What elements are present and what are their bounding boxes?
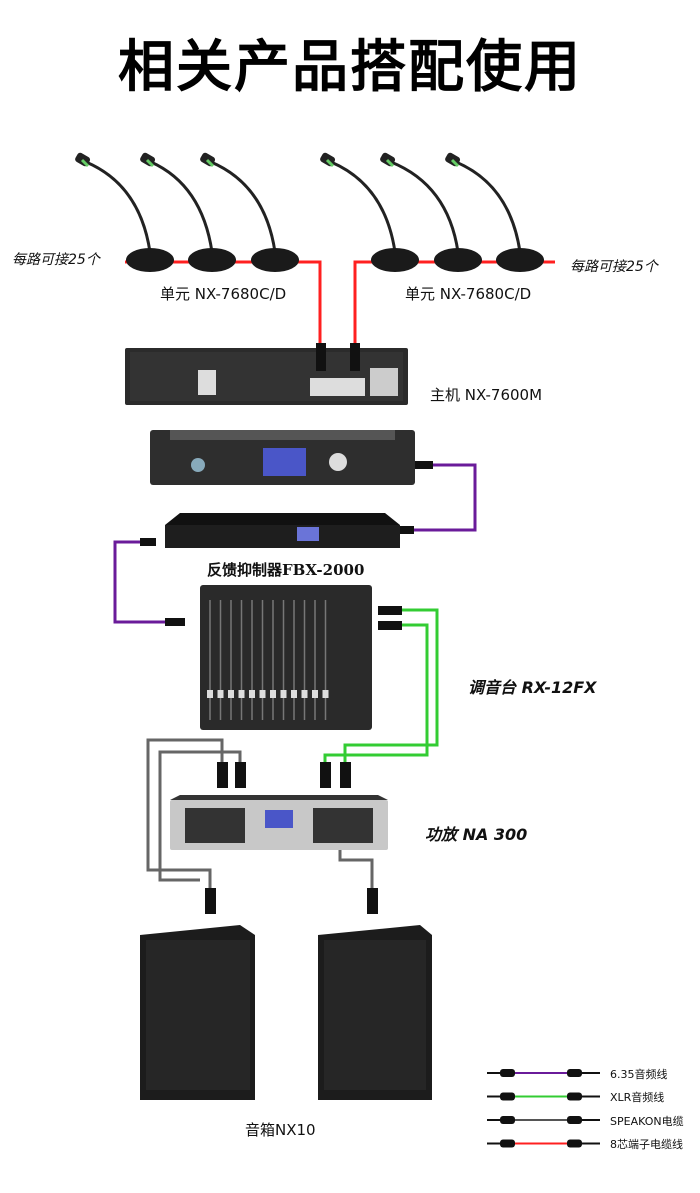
amp-label: 功放 NA 300 [425,825,528,844]
mixer-rx12fx [200,585,372,730]
legend-label-8core: 8芯端子电缆线 [610,1138,683,1151]
fader-knob [322,690,329,698]
feedback-suppressor-fbx2000 [165,513,400,548]
green-cables [323,608,439,765]
microphone [445,152,544,272]
microphones [75,152,544,272]
fader-knob [207,690,213,698]
microphone [320,152,419,272]
legend-label-635: 6.35音频线 [610,1068,668,1081]
left-count-label: 每路可接25个 [12,252,100,268]
processor-device [150,430,415,485]
legend-label-speakon: SPEAKON电缆 [610,1115,684,1128]
legend-line [487,1069,600,1077]
fader-knob [280,690,287,698]
microphone [200,152,299,272]
feedback-label: 反馈抑制器FBX-2000 [207,561,365,579]
fader-knob [270,690,276,698]
legend-line [487,1092,600,1101]
legend-line [487,1139,600,1148]
right-count-label: 每路可接25个 [570,259,658,275]
page-title: 相关产品搭配使用 [118,35,582,100]
fader-knob [228,690,234,698]
speakers-nx10 [140,925,432,1100]
unit-right-label: 单元 NX-7680C/D [405,285,532,303]
legend-line [487,1116,600,1124]
host-device-nx7600m [125,343,408,405]
fader-knob [238,690,245,698]
mixer-label: 调音台 RX-12FX [468,678,597,697]
fader-knob [249,690,255,698]
microphone [380,152,482,272]
fader-knob [312,690,318,698]
purple-cables [113,463,477,624]
fader-knob [291,690,297,698]
speakers-label: 音箱NX10 [245,1121,316,1139]
legend-label-xlr: XLR音频线 [610,1091,665,1104]
fader-knob [259,690,266,698]
fader-knob [301,690,308,698]
microphone [140,152,236,272]
fader-knob [217,690,224,698]
amplifier-na300 [170,795,388,850]
unit-left-label: 单元 NX-7680C/D [160,285,287,303]
microphone [75,152,174,272]
legend-lines [487,1069,600,1148]
host-label: 主机 NX-7600M [430,386,543,404]
